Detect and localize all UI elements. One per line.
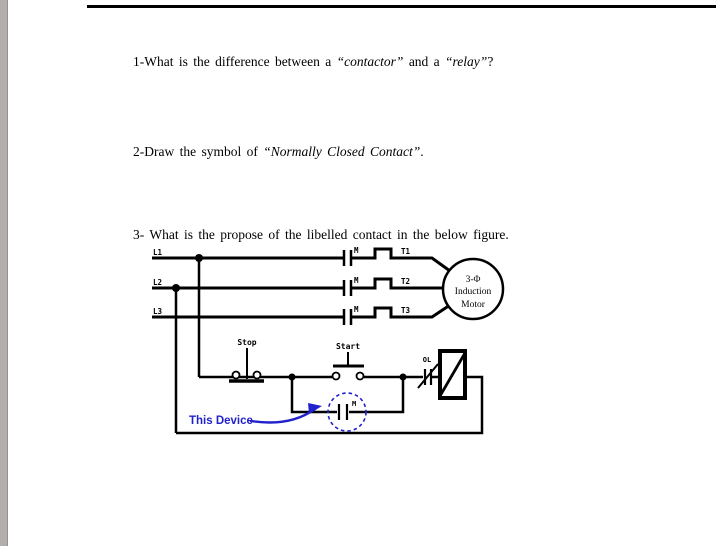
start-contact-left [331, 371, 341, 381]
t1-label: T1 [401, 247, 411, 256]
t3-label: T3 [401, 306, 411, 315]
question-1-term-contactor: “contactor” [336, 53, 404, 69]
rung-junction-dot-right [399, 373, 407, 381]
l1-junction-dot [195, 254, 203, 262]
seal-in-contact-symbol: M [337, 400, 356, 420]
induction-motor: 3-Φ Induction Motor [441, 257, 505, 321]
overload-contact-symbol: OL [417, 356, 439, 389]
question-1-term-relay: “relay” [445, 53, 488, 69]
coil-diagonal [438, 352, 467, 397]
start-label: Start [336, 342, 360, 351]
coil-return-and-bottom-line [176, 375, 484, 435]
start-contact-right [355, 371, 365, 381]
l3-label: L3 [153, 307, 163, 316]
m3-contact-label: M [354, 305, 359, 314]
l1-contact-bars [342, 250, 353, 266]
seal-m-label: M [352, 400, 356, 408]
highlight-dashed-circle [327, 392, 367, 432]
l3-contact-bars [342, 309, 353, 325]
stop-contact-right [252, 370, 262, 380]
question-1-text: 1-What is the difference between a [133, 53, 337, 69]
page-left-edge [0, 0, 8, 546]
l2-label: L2 [153, 278, 162, 287]
rung-junction-dot-left [288, 373, 296, 381]
m1-contact-label: M [354, 246, 359, 255]
question-1-post: ? [487, 53, 494, 69]
question-1-mid: and a [403, 53, 446, 69]
seal-branch-left [290, 377, 337, 414]
ol-label: OL [423, 356, 431, 364]
this-device-label: This Device [189, 415, 253, 427]
motor-label-phase: 3-Φ [466, 275, 481, 285]
power-lines [152, 247, 451, 433]
l2-heater-and-lead [352, 277, 444, 290]
stop-label: Stop [237, 338, 256, 347]
m2-contact-label: M [354, 276, 359, 285]
stop-button-symbol: Stop [229, 338, 264, 383]
annotation-arrow-head [308, 403, 322, 414]
motor-circle [441, 257, 505, 321]
question-1: 1-What is the difference between a “cont… [133, 54, 493, 70]
motor-label-motor: Motor [461, 300, 486, 310]
l1-heater-and-lead [352, 247, 451, 273]
contactor-coil-symbol [438, 349, 467, 400]
this-device-annotation: This Device [189, 392, 367, 432]
question-2-term-nc-contact: “Normally Closed Contact” [263, 143, 421, 159]
seal-contact-bars [337, 404, 349, 420]
question-3-text: 3- What is the propose of the libelled c… [133, 226, 509, 242]
l2-junction-dot [172, 284, 180, 292]
l3-heater-and-lead [352, 303, 451, 319]
question-3: 3- What is the propose of the libelled c… [133, 227, 509, 243]
t2-label: T2 [401, 277, 410, 286]
motor-label-induction: Induction [455, 287, 492, 297]
control-rung [176, 375, 484, 435]
l1-label: L1 [153, 248, 163, 257]
l2-contact-bars [342, 280, 353, 296]
question-2-text: 2-Draw the symbol of [133, 143, 264, 159]
question-2: 2-Draw the symbol of “Normally Closed Co… [133, 144, 424, 160]
top-border-rule [87, 5, 716, 8]
motor-control-circuit-diagram: L1 L2 L3 M M M T1 T2 T3 3-Φ Induction Mo… [152, 246, 505, 435]
question-2-post: . [420, 143, 424, 159]
seal-branch-right [349, 377, 405, 414]
stop-contact-left [231, 370, 241, 380]
start-button-symbol: Start [331, 342, 365, 381]
ol-slash [417, 363, 439, 389]
